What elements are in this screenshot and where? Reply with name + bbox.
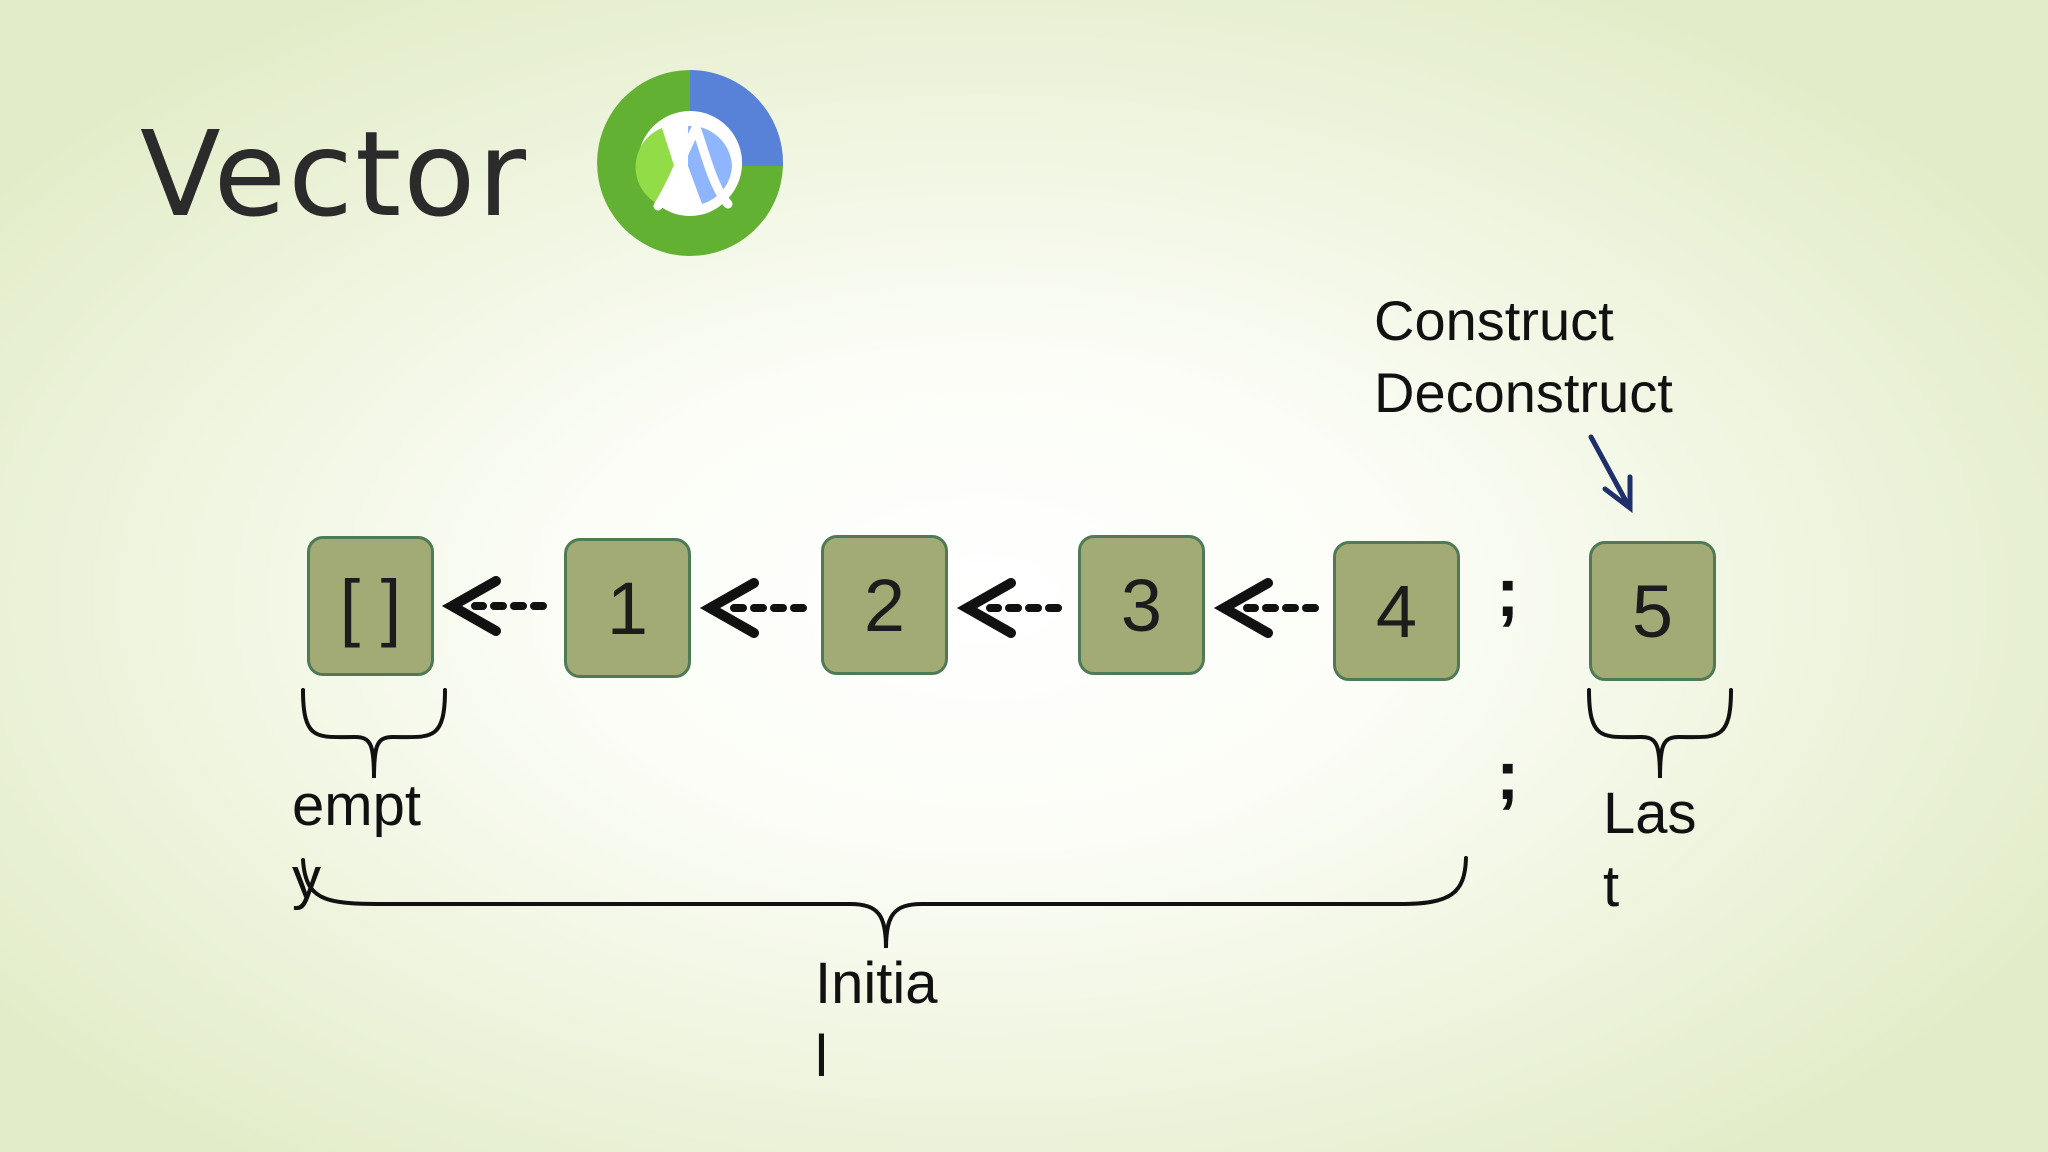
- annotation-deconstruct: Deconstruct: [1374, 361, 1673, 424]
- vector-element-5: 5: [1589, 541, 1716, 681]
- arrow-2-to-1: [699, 578, 807, 638]
- arrow-4-to-3: [1213, 578, 1319, 638]
- separator-lower: ;: [1496, 736, 1520, 814]
- separator-upper: ;: [1496, 553, 1520, 631]
- brace-last: [1587, 688, 1733, 779]
- brace-empty: [301, 688, 447, 779]
- vector-element-empty: [ ]: [307, 536, 434, 676]
- construct-deconstruct-annotation: Construct Deconstruct: [1374, 285, 1673, 429]
- vector-element-1: 1: [564, 538, 691, 678]
- label-last: Las t: [1603, 781, 1697, 919]
- arrow-1-to-empty: [441, 576, 547, 636]
- slide-title: Vector: [140, 105, 529, 243]
- vector-element-4: 4: [1333, 541, 1460, 681]
- brace-initial: [301, 856, 1468, 949]
- label-initial: Initia l: [815, 951, 938, 1089]
- label-empty: empt y: [292, 773, 421, 911]
- clojure-logo-icon: [597, 69, 784, 256]
- annotation-construct: Construct: [1374, 289, 1614, 352]
- annotation-arrow: [1588, 434, 1633, 514]
- arrow-3-to-2: [956, 578, 1062, 638]
- vector-element-2: 2: [821, 535, 948, 675]
- vector-element-3: 3: [1078, 535, 1205, 675]
